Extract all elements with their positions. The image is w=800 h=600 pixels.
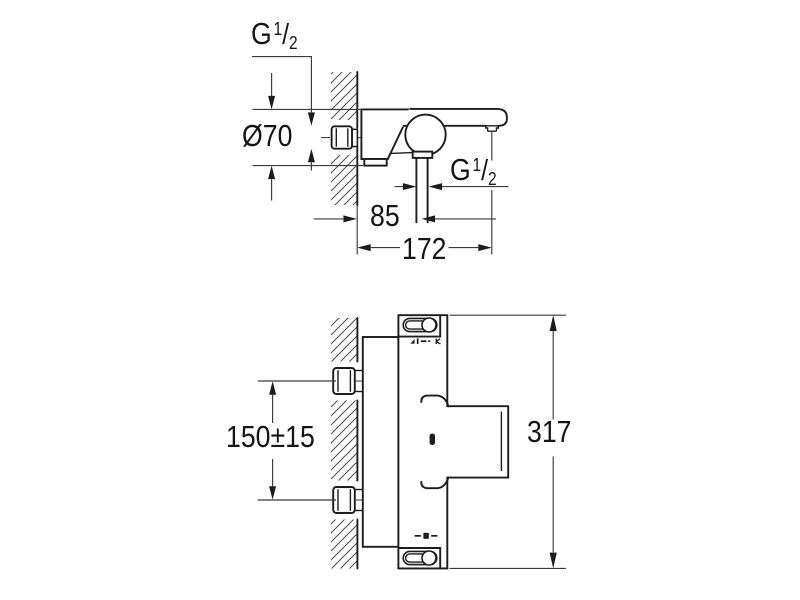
dimension-diameter-70: [252, 73, 363, 201]
dimension-label-317: 317: [527, 414, 572, 449]
thread-size-label-wall-connection: G1/2: [251, 16, 298, 53]
wall-hatch: [331, 318, 358, 569]
dimension-317: [449, 314, 566, 569]
thermostat-knob: [404, 113, 447, 156]
body-column-fill: [398, 315, 448, 569]
dimension-thread-shower: [394, 183, 509, 191]
thread-label-text: G: [450, 152, 471, 187]
escutcheon-step: [363, 158, 388, 167]
diameter-label: Ø70: [242, 118, 293, 153]
mixer-body-outline: [409, 107, 508, 127]
dimension-label-85: 85: [370, 198, 400, 233]
grip-bottom-curl: [420, 476, 450, 490]
spout-outlet: [485, 125, 499, 132]
union-nut: [332, 367, 356, 395]
bottom-view-front-elevation: [257, 314, 566, 570]
dimension-label-172: 172: [402, 231, 447, 266]
safety-stop-button: [429, 433, 435, 445]
union-nut: [332, 486, 356, 514]
shower-pipe-collar: [411, 150, 434, 159]
grip-block-outline: [446, 405, 510, 479]
top-handle-lever: [402, 317, 438, 333]
grip-top-curl: [420, 394, 450, 408]
flow-scale-marks: [414, 532, 438, 539]
thread-size-label-shower-outlet: G1/2: [450, 152, 497, 189]
union-nut: [330, 125, 353, 150]
bottom-handle-lever: [402, 550, 438, 566]
dimension-172: [357, 130, 493, 255]
body-underside-edge: [390, 151, 413, 155]
dimension-thread-wall: [252, 56, 315, 171]
mounting-plate: [361, 336, 400, 548]
dimension-85: [313, 215, 496, 223]
temperature-scale-marks: [410, 338, 441, 345]
top-view-side-elevation: [252, 56, 509, 255]
thread-label-text: G: [251, 16, 272, 51]
dimension-label-150: 150±15: [226, 419, 315, 454]
grip-block-fill: [447, 406, 509, 478]
dimension-150: [257, 380, 336, 501]
shower-pipe-fill: [416, 157, 428, 223]
